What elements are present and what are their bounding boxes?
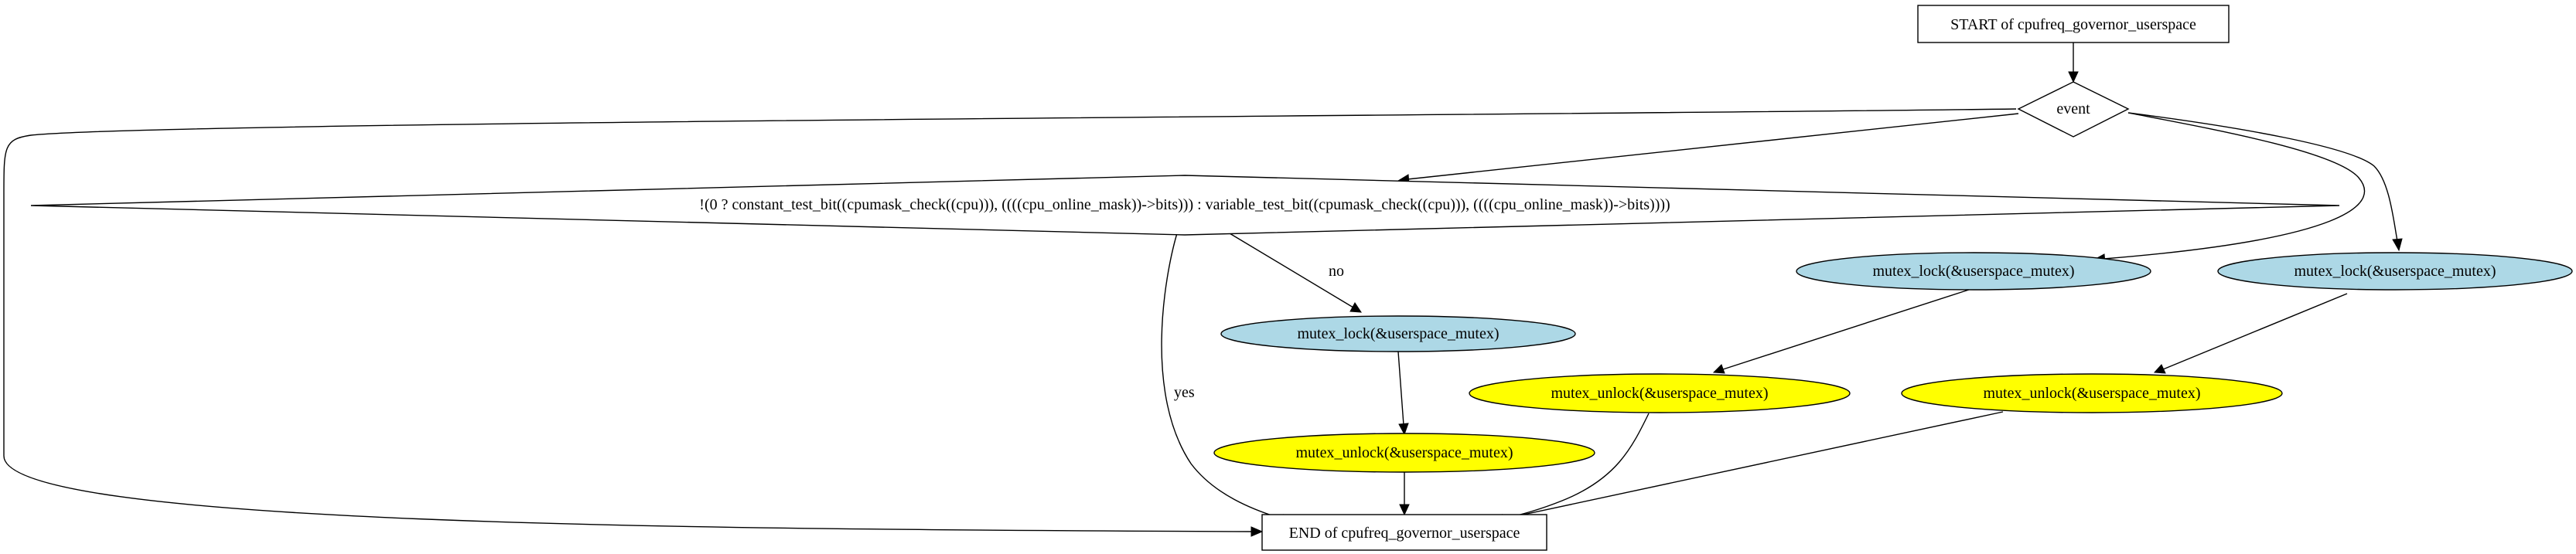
condition-node: !(0 ? constant_test_bit((cpumask_check((…	[30, 175, 2340, 236]
edge-unlock-c-to-end	[1501, 411, 2004, 520]
arrowhead	[1349, 302, 1362, 313]
end-node: END of cpufreq_governor_userspace	[1261, 514, 1547, 551]
unlock-a-label: mutex_unlock(&userspace_mutex)	[1295, 444, 1513, 461]
edge-lock-c-to-unlock-c	[2162, 293, 2348, 370]
arrowhead	[2392, 238, 2403, 252]
arrowhead	[2068, 71, 2079, 83]
arrowhead	[1712, 364, 1725, 374]
edge-event-to-lock-c	[2127, 112, 2398, 242]
start-node: START of cpufreq_governor_userspace	[1917, 5, 2230, 43]
arrowhead	[1250, 526, 1264, 537]
event-node: event	[2017, 81, 2130, 138]
edge-lock-b-to-unlock-b	[1722, 287, 1974, 370]
unlock-a-node: mutex_unlock(&userspace_mutex)	[1213, 433, 1595, 473]
event-node-label: event	[2056, 100, 2090, 117]
edge-event-to-lock-b	[2103, 112, 2366, 260]
lock-b-label: mutex_lock(&userspace_mutex)	[1872, 263, 2074, 280]
unlock-b-node: mutex_unlock(&userspace_mutex)	[1469, 373, 1851, 413]
edge-condition-to-end	[1161, 233, 1285, 520]
arrowhead	[2153, 364, 2166, 374]
lock-a-label: mutex_lock(&userspace_mutex)	[1297, 325, 1499, 342]
unlock-c-label: mutex_unlock(&userspace_mutex)	[1983, 385, 2200, 402]
lock-c-label: mutex_lock(&userspace_mutex)	[2294, 263, 2496, 280]
condition-node-label: !(0 ? constant_test_bit((cpumask_check((…	[699, 196, 1670, 213]
lock-a-node: mutex_lock(&userspace_mutex)	[1220, 315, 1576, 352]
edge-label-yes: yes	[1174, 384, 1195, 401]
unlock-b-label: mutex_unlock(&userspace_mutex)	[1551, 385, 1768, 402]
edge-lock-a-to-unlock-a	[1397, 351, 1404, 426]
unlock-c-node: mutex_unlock(&userspace_mutex)	[1901, 373, 2283, 413]
edge-event-to-condition	[1407, 113, 2019, 180]
edge-label-no: no	[1329, 263, 1344, 280]
end-node-label: END of cpufreq_governor_userspace	[1289, 525, 1520, 542]
lock-b-node: mutex_lock(&userspace_mutex)	[1796, 252, 2151, 291]
edge-condition-to-lock-a	[1229, 233, 1354, 308]
arrowhead	[1399, 504, 1410, 516]
arrowhead	[1398, 423, 1409, 436]
start-node-label: START of cpufreq_governor_userspace	[1950, 16, 2196, 33]
lock-c-node: mutex_lock(&userspace_mutex)	[2217, 252, 2573, 291]
edge-event-to-end	[3, 108, 2017, 532]
